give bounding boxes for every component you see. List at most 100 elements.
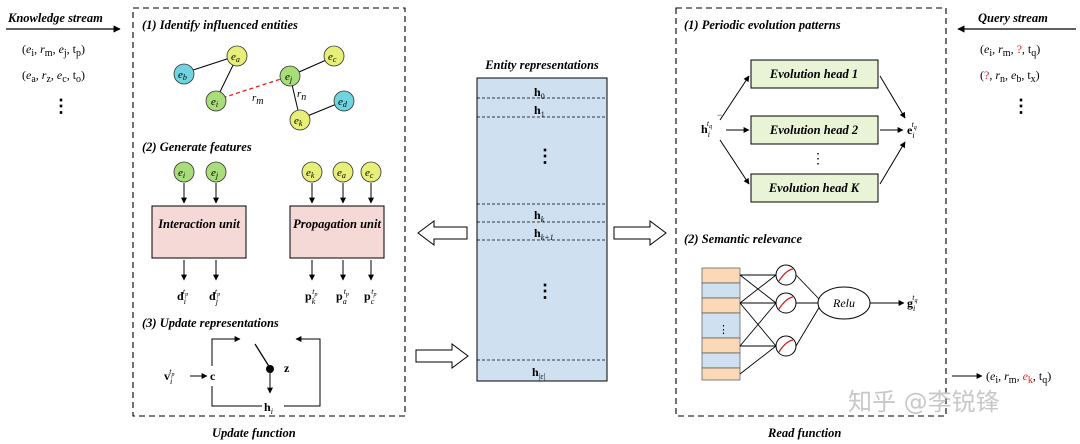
update-z: z (284, 361, 290, 375)
svg-text:ec: ec (365, 167, 374, 180)
propagation-input-ea: ea (332, 161, 354, 183)
evolution-head-k-label: Evolution head K (768, 181, 861, 195)
neuron-3 (775, 335, 797, 357)
update-function-caption: Update function (212, 426, 296, 440)
semantic-network-edges (739, 274, 821, 375)
step3-update-title: (3) Update representations (142, 316, 279, 330)
query-2: (?, rn, eb, tx) (980, 68, 1040, 85)
svg-text:ej: ej (211, 167, 219, 180)
knowledge-fact-2: (ea, rz, ec, to) (22, 68, 85, 85)
svg-text:ek: ek (306, 167, 315, 180)
evolution-head-k (750, 173, 879, 203)
update-c-loop (211, 336, 241, 366)
read-function-border (675, 7, 947, 417)
update-h-left-path (211, 386, 262, 407)
answer-output: (ei, rm, ek, tq) (952, 369, 1051, 386)
evolution-head-ellipsis: ⋮ (811, 152, 825, 167)
feature-p-k: pktp (305, 287, 317, 306)
read-function-caption: Read function (767, 426, 841, 440)
svg-text:ej: ej (285, 71, 293, 84)
entity-ellipsis-2: ⋮ (536, 281, 554, 301)
feature-p-c: pctp (364, 287, 376, 306)
node-ec: ec (323, 45, 345, 67)
entity-row-hk1: hk+1 (534, 226, 554, 242)
update-c: c (210, 369, 216, 383)
block-arrow-to-update (417, 220, 468, 246)
feature-d-j: djtp (209, 287, 220, 306)
svg-text:eb: eb (178, 69, 187, 82)
interaction-input-ej: ej (205, 161, 227, 183)
entity-ellipsis-1: ⋮ (536, 146, 554, 166)
node-ea: ea (226, 45, 248, 67)
answer-quad: (ei, rm, ek, tq) (986, 369, 1051, 386)
svg-text:ek: ek (294, 115, 303, 128)
update-switch-pivot (266, 365, 274, 373)
edge-ei-ej-dashed (215, 75, 291, 101)
entity-row-hlast: h|ε| (532, 365, 545, 381)
propagation-unit-box (289, 205, 385, 259)
update-switch-arm (254, 343, 271, 369)
update-function-border (132, 7, 406, 417)
svg-text:ea: ea (337, 167, 346, 180)
interaction-unit-label: Interaction unit (157, 217, 240, 231)
block-arrow-to-entities (415, 343, 469, 369)
entity-row-h0: h0 (534, 85, 545, 101)
evolution-head-1-label: Evolution head 1 (769, 67, 858, 81)
feature-d-i: ditp (177, 287, 188, 306)
block-arrow-to-read (613, 220, 667, 246)
semantic-embedding-stack: ⋮ (701, 267, 741, 381)
neuron-1 (775, 264, 797, 286)
svg-text:ei: ei (211, 96, 218, 109)
feature-p-a: patp (336, 287, 349, 306)
svg-text:ei: ei (178, 167, 185, 180)
entity-representations: Entity representations h0 h1 ⋮ hk hk+1 ⋮… (476, 58, 608, 382)
query-stream: Query stream (ei, rm, ?, tq) (?, rn, eb,… (957, 11, 1076, 116)
node-ek: ek (289, 109, 311, 131)
step2-semantic-title: (2) Semantic relevance (684, 232, 802, 246)
svg-text:ed: ed (338, 96, 348, 109)
entity-row-hk: hk (534, 208, 545, 224)
propagation-input-ek: ek (301, 161, 323, 183)
semantic-stack-ellipsis: ⋮ (718, 324, 729, 336)
update-v: vitp (164, 367, 174, 386)
step2-generate-title: (2) Generate features (142, 140, 252, 154)
entity-row-h1: h1 (534, 103, 545, 119)
neuron-2 (775, 292, 797, 314)
edge-label-rn: rn (297, 88, 306, 103)
step1-periodic-title: (1) Periodic evolution patterns (684, 18, 841, 32)
relu-label: Relu (832, 296, 855, 310)
update-h-i: hi (264, 400, 273, 416)
knowledge-fact-1: (ei, rm, ej, tp) (22, 42, 85, 59)
node-ej: ej (279, 65, 301, 87)
propagation-input-ec: ec (360, 161, 382, 183)
evolution-head-2 (750, 115, 879, 145)
node-ei: ei (205, 90, 227, 112)
update-function-box: Update function (1) Identify influenced … (132, 7, 406, 440)
propagation-unit-label: Propagation unit (293, 217, 381, 231)
node-ed: ed (333, 90, 355, 112)
node-eb: eb (173, 63, 195, 85)
knowledge-ellipsis: ⋮ (52, 96, 70, 116)
query-e-output: eitq (907, 120, 917, 140)
entity-representations-title: Entity representations (484, 58, 599, 72)
interaction-unit-box (151, 205, 247, 259)
edge-label-rm: rm (252, 92, 264, 107)
query-h-input: hitq (701, 119, 712, 139)
update-h-loop (284, 336, 321, 407)
query-g-output: gitq (907, 293, 917, 313)
evolution-head-2-label: Evolution head 2 (769, 123, 858, 137)
entity-matrix (476, 77, 608, 382)
evolution-head-1 (750, 59, 879, 89)
query-ellipsis: ⋮ (1012, 96, 1030, 116)
svg-text:ea: ea (231, 51, 240, 64)
query-1: (ei, rm, ?, tq) (980, 42, 1040, 59)
knowledge-stream-label: Knowledge stream (7, 11, 103, 25)
read-function-box: Read function (1) Periodic evolution pat… (675, 7, 947, 440)
query-h-bar: − (717, 110, 722, 120)
step1-identify-title: (1) Identify influenced entities (142, 18, 298, 32)
watermark: 知乎 @李锐锋 (848, 388, 1000, 416)
svg-text:ec: ec (328, 51, 337, 64)
interaction-input-ei: ei (173, 161, 195, 183)
knowledge-stream: Knowledge stream (ei, rm, ej, tp) (ea, r… (6, 11, 121, 116)
